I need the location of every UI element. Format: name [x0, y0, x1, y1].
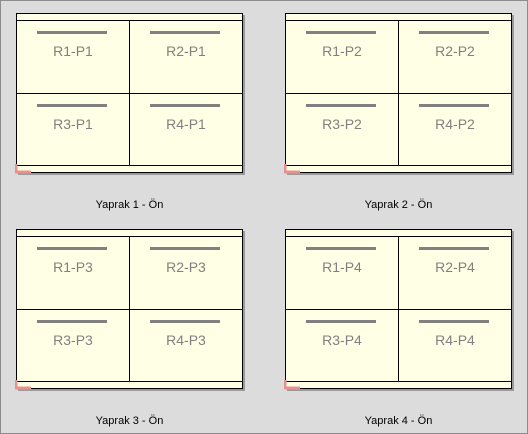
- page-header-bar: [306, 31, 376, 34]
- page-header-bar: [419, 104, 489, 107]
- page-cell: R4-P4: [399, 310, 511, 382]
- registration-corner-icon: [284, 380, 300, 390]
- page-cell: R4-P1: [130, 94, 242, 166]
- top-band: [17, 20, 242, 21]
- page-header-bar: [419, 247, 489, 250]
- page-header-bar: [150, 247, 220, 250]
- row-divider: [286, 309, 511, 310]
- page-label: R4-P2: [435, 116, 475, 132]
- page-header-bar: [419, 31, 489, 34]
- page-cell: R3-P2: [286, 94, 398, 166]
- registration-corner-icon: [15, 164, 31, 174]
- bottom-band: [17, 165, 242, 166]
- page-label: R1-P1: [53, 43, 93, 59]
- page-cell: R1-P4: [286, 237, 398, 309]
- top-band: [17, 236, 242, 237]
- sheet-surface: R1-P2 R2-P2 R3-P2 R4-P2: [284, 13, 512, 174]
- page-label: R2-P3: [166, 259, 206, 275]
- page-label: R1-P2: [322, 43, 362, 59]
- top-band: [286, 20, 511, 21]
- page-cell: R3-P4: [286, 310, 398, 382]
- page-label: R2-P4: [435, 259, 475, 275]
- page-cell: R4-P3: [130, 310, 242, 382]
- page-header-bar: [37, 31, 107, 34]
- sheet-caption: Yaprak 2 - Ön: [364, 199, 433, 211]
- row-divider: [286, 93, 511, 94]
- page-label: R3-P1: [53, 116, 93, 132]
- page-cell: R2-P1: [130, 21, 242, 93]
- sheet-surface: R1-P3 R2-P3 R3-P3 R4-P3: [15, 229, 243, 390]
- page-header-bar: [37, 104, 107, 107]
- page-label: R4-P3: [166, 332, 206, 348]
- registration-corner-icon: [284, 164, 300, 174]
- page-cell: R2-P4: [399, 237, 511, 309]
- page-cell: R1-P2: [286, 21, 398, 93]
- sheet-surface: R1-P4 R2-P4 R3-P4 R4-P4: [284, 229, 512, 390]
- page-header-bar: [150, 320, 220, 323]
- row-divider: [17, 309, 242, 310]
- page-cell: R2-P2: [399, 21, 511, 93]
- page-header-bar: [306, 320, 376, 323]
- page-header-bar: [306, 104, 376, 107]
- sheet-caption: Yaprak 1 - Ön: [95, 199, 164, 211]
- page-cell: R2-P3: [130, 237, 242, 309]
- top-band: [286, 236, 511, 237]
- page-cell: R1-P3: [17, 237, 129, 309]
- page-label: R4-P1: [166, 116, 206, 132]
- page-header-bar: [150, 104, 220, 107]
- page-label: R3-P4: [322, 332, 362, 348]
- sheet-caption: Yaprak 3 - Ön: [95, 415, 164, 427]
- page-header-bar: [37, 247, 107, 250]
- page-header-bar: [306, 247, 376, 250]
- page-label: R3-P3: [53, 332, 93, 348]
- page-header-bar: [419, 320, 489, 323]
- page-label: R3-P2: [322, 116, 362, 132]
- page-label: R1-P4: [322, 259, 362, 275]
- page-label: R4-P4: [435, 332, 475, 348]
- registration-corner-icon: [15, 380, 31, 390]
- row-divider: [17, 93, 242, 94]
- page-cell: R3-P3: [17, 310, 129, 382]
- bottom-band: [286, 165, 511, 166]
- page-cell: R4-P2: [399, 94, 511, 166]
- bottom-band: [17, 381, 242, 382]
- page-label: R2-P1: [166, 43, 206, 59]
- page-header-bar: [37, 320, 107, 323]
- page-label: R2-P2: [435, 43, 475, 59]
- page-cell: R3-P1: [17, 94, 129, 166]
- bottom-band: [286, 381, 511, 382]
- page-header-bar: [150, 31, 220, 34]
- sheet-caption: Yaprak 4 - Ön: [364, 415, 433, 427]
- sheet-surface: R1-P1 R2-P1 R3-P1 R4-P1: [15, 13, 243, 174]
- page-label: R1-P3: [53, 259, 93, 275]
- page-cell: R1-P1: [17, 21, 129, 93]
